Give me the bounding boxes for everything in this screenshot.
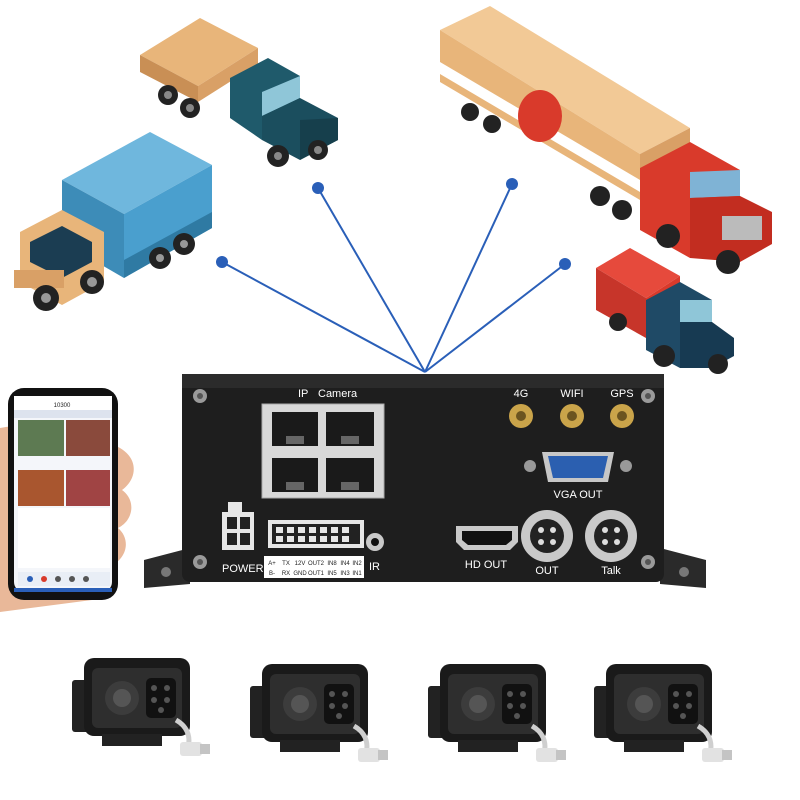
delivery-van-illustration: [596, 248, 734, 374]
io-pin-labels-top: A+ TX 12V OUT2 IN8 IN4 IN2: [268, 561, 362, 567]
power-label: POWER: [222, 563, 264, 575]
connection-lines: [221, 183, 566, 373]
connection-dot: [559, 258, 571, 270]
flatbed-truck-illustration: [140, 18, 338, 167]
io-pin-label: A+: [268, 561, 276, 567]
connection-dot: [312, 182, 324, 194]
io-pin-label: OUT2: [308, 561, 325, 567]
box-truck-illustration: [14, 132, 212, 311]
io-pin-label: OUT1: [308, 571, 325, 577]
connection-dots: [216, 178, 571, 270]
phone-screen-feeds: [14, 420, 112, 592]
io-pin-label: B-: [269, 571, 275, 577]
io-pin-label: IN4: [340, 561, 350, 567]
io-pin-label: IN1: [352, 571, 362, 577]
vga-out-label: VGA OUT: [554, 489, 603, 501]
io-pin-label: IN3: [340, 571, 350, 577]
io-pin-label: IN5: [327, 571, 337, 577]
vga-port: [524, 452, 632, 482]
antenna-label-4g: 4G: [514, 388, 529, 400]
io-pin-label: RX: [282, 571, 290, 577]
out-label: OUT: [535, 565, 559, 577]
vehicle-camera: [72, 658, 210, 756]
vehicle-camera: [594, 664, 732, 762]
vehicle-camera: [428, 664, 566, 762]
hd-out-label: HD OUT: [465, 559, 507, 571]
io-pin-label: IN2: [352, 561, 362, 567]
antenna-connectors: [509, 404, 634, 428]
antenna-label-gps: GPS: [610, 388, 633, 400]
io-pin-label: 12V: [295, 561, 306, 567]
io-pin-label: IN8: [327, 561, 337, 567]
connection-dot: [216, 256, 228, 268]
ip-label: IP: [298, 388, 308, 400]
ir-label: IR: [369, 561, 380, 573]
camera-label: Camera: [318, 388, 358, 400]
antenna-label-wifi: WIFI: [560, 388, 583, 400]
io-terminal-block: [264, 520, 364, 578]
power-connector: [222, 502, 254, 550]
io-pin-label: TX: [282, 561, 290, 567]
hdmi-port: [456, 526, 518, 550]
aviation-connectors: [521, 510, 637, 562]
vehicle-camera: [250, 664, 388, 762]
semi-truck-illustration: [440, 6, 772, 274]
ir-jack: [366, 533, 384, 551]
talk-label: Talk: [601, 565, 621, 577]
io-pin-labels-bottom: B- RX GND OUT1 IN5 IN3 IN1: [269, 571, 362, 577]
phone-status-title: 10300: [54, 403, 71, 409]
io-pin-label: GND: [293, 571, 307, 577]
ip-camera-ethernet-ports: [261, 403, 385, 499]
connection-dot: [506, 178, 518, 190]
